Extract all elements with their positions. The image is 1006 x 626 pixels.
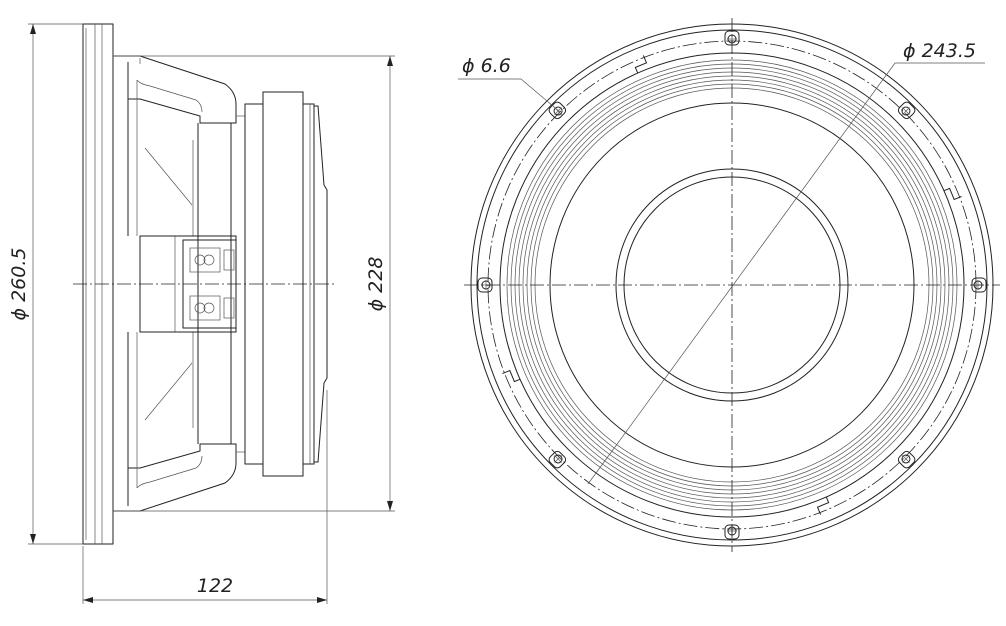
dimension-hole-diameter: ϕ 6.6 <box>458 55 561 113</box>
hole-diameter-label: ϕ 6.6 <box>462 55 511 77</box>
mounting-hole-icon <box>548 101 567 120</box>
frame-notch <box>816 496 830 515</box>
overall-diameter-label: ϕ 260.5 <box>8 248 30 321</box>
basket-diameter-label: ϕ 228 <box>365 257 387 312</box>
side-view: ϕ 260.5 ϕ 228 122 <box>8 23 395 604</box>
basket <box>113 55 245 512</box>
dimension-overall-diameter: ϕ 260.5 <box>8 23 83 545</box>
bolt-circle-label: ϕ 243.5 <box>903 40 976 62</box>
front-view: ϕ 243.5 ϕ 6.6 <box>458 18 1000 552</box>
depth-label: 122 <box>197 575 233 597</box>
frame-notch <box>502 369 521 383</box>
dimension-depth: 122 <box>82 390 328 604</box>
frame-notch <box>634 55 648 74</box>
mounting-hole-icon <box>897 101 916 120</box>
dimension-bolt-circle: ϕ 243.5 <box>587 40 985 485</box>
frame-notch <box>943 187 962 201</box>
mounting-hole-icon <box>548 450 567 469</box>
terminal-screw-icon <box>194 254 206 266</box>
terminal-screw-icon <box>194 302 206 314</box>
frame-notches <box>502 55 962 515</box>
mounting-hole-icon <box>897 450 916 469</box>
dimension-basket-diameter: ϕ 228 <box>113 55 395 512</box>
